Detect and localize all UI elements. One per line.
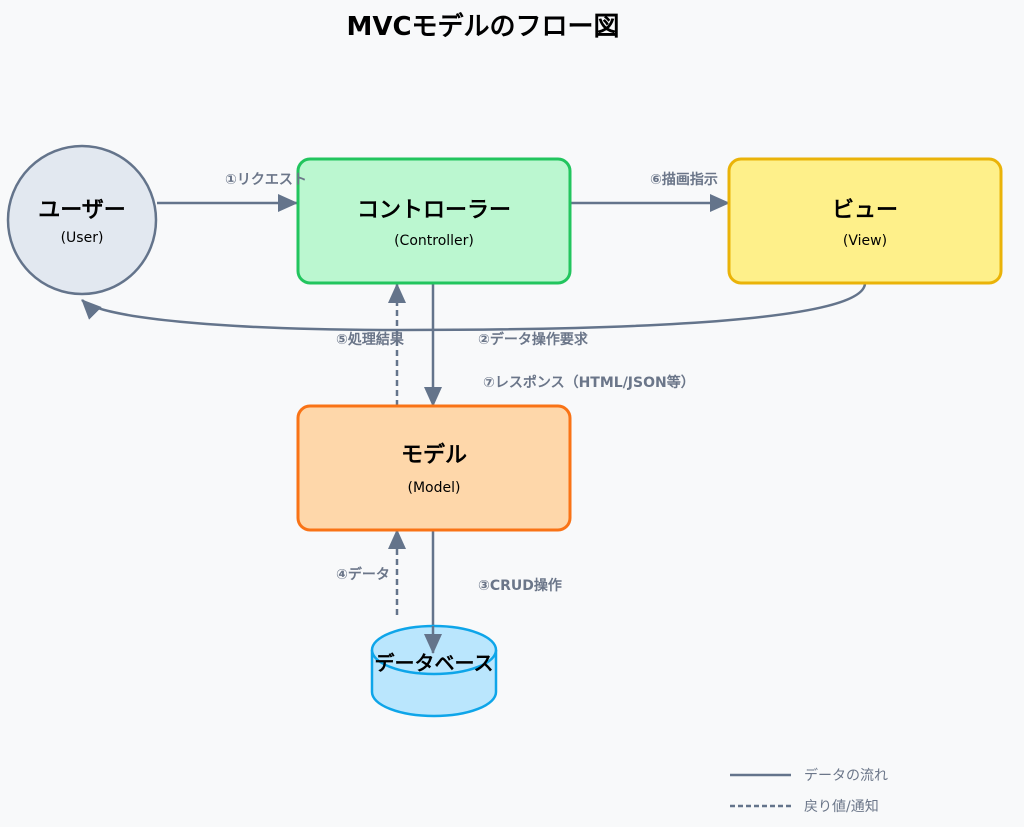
- edge-label-crud-operation: ③CRUD操作: [478, 577, 562, 594]
- node-controller[interactable]: コントローラー (Controller): [296, 157, 572, 285]
- model-sublabel: (Model): [408, 480, 461, 496]
- user-label: ユーザー: [38, 198, 126, 223]
- legend: データの流れ 戻り値/通知: [730, 767, 888, 815]
- node-database[interactable]: データベース: [370, 624, 498, 718]
- controller-box: [296, 157, 572, 285]
- view-box: [727, 157, 1003, 285]
- legend-label-return-notify: 戻り値/通知: [804, 798, 879, 815]
- edge-label-response: ⑦レスポンス（HTML/JSON等）: [483, 374, 695, 391]
- edge-label-processing-result: ⑤処理結果: [336, 331, 405, 348]
- node-user[interactable]: ユーザー (User): [6, 144, 158, 296]
- controller-sublabel: (Controller): [394, 233, 474, 249]
- diagram-title: MVCモデルのフロー図: [346, 11, 619, 42]
- model-label: モデル: [401, 442, 467, 468]
- controller-label: コントローラー: [357, 198, 511, 223]
- user-sublabel: (User): [61, 230, 104, 246]
- edge-response: [81, 282, 867, 332]
- model-box: [296, 404, 572, 532]
- edge-label-data: ④データ: [336, 566, 390, 583]
- edge-labels: ①リクエスト ②データ操作要求 ③CRUD操作 ④データ ⑤処理結果 ⑥描画指示…: [225, 171, 718, 594]
- edge-label-render-instruction: ⑥描画指示: [650, 171, 718, 188]
- view-label: ビュー: [832, 198, 898, 223]
- edges: [81, 194, 867, 654]
- view-sublabel: (View): [843, 233, 887, 249]
- user-circle: [6, 144, 158, 296]
- legend-label-data-flow: データの流れ: [804, 767, 888, 784]
- edge-label-request: ①リクエスト: [225, 172, 307, 188]
- node-model[interactable]: モデル (Model): [296, 404, 572, 532]
- database-label: データベース: [375, 651, 494, 675]
- node-view[interactable]: ビュー (View): [727, 157, 1003, 285]
- edge-label-data-operation-request: ②データ操作要求: [478, 331, 589, 348]
